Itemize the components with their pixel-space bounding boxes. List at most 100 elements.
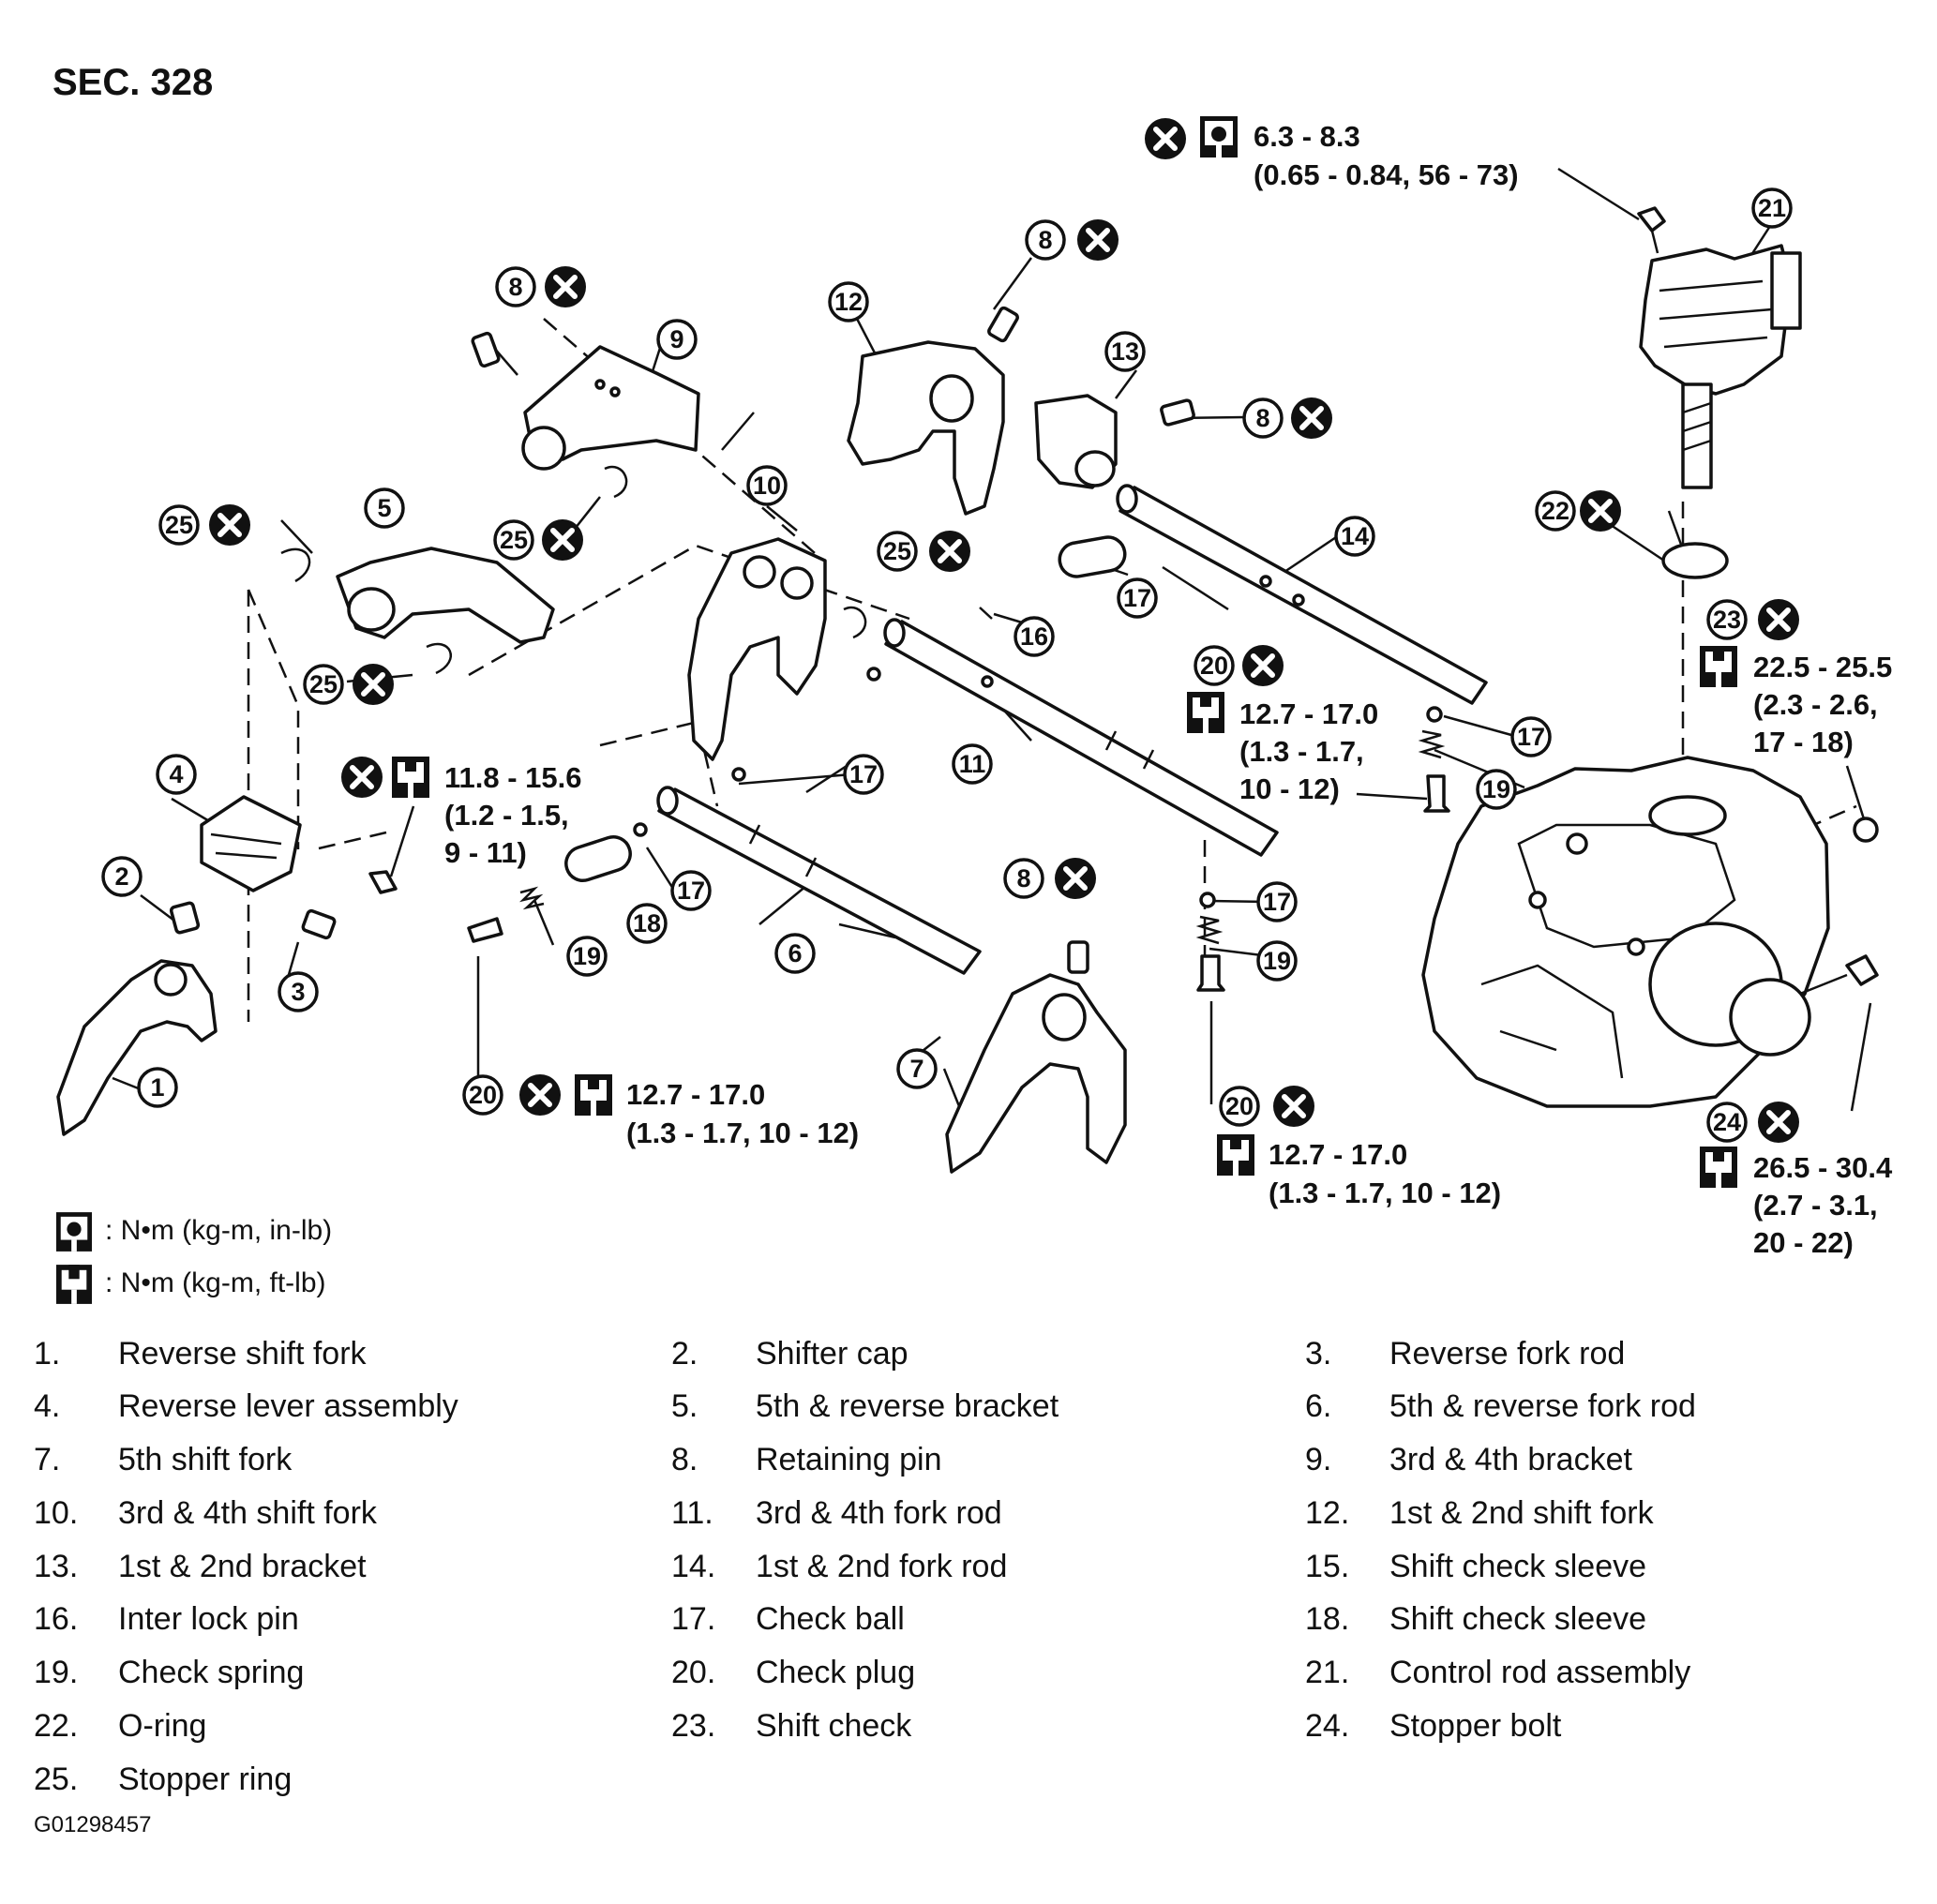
torque-wrench-inlb-icon xyxy=(56,1212,92,1252)
svg-text:23: 23 xyxy=(1713,606,1741,634)
svg-text:19: 19 xyxy=(1263,947,1291,975)
callout-22: 22 xyxy=(1535,490,1576,532)
callout-17a: 17 xyxy=(1117,577,1158,619)
bracket-9 xyxy=(521,345,700,471)
svg-text:11: 11 xyxy=(959,750,986,778)
callout-24: 24 xyxy=(1706,1102,1748,1143)
svg-text:14: 14 xyxy=(1341,522,1369,550)
svg-text:9 - 11): 9 - 11) xyxy=(444,836,527,869)
callout-13: 13 xyxy=(1104,331,1146,372)
callout-8a: 8 xyxy=(495,266,536,307)
callout-3: 3 xyxy=(278,971,319,1012)
svg-text:(1.3 - 1.7,: (1.3 - 1.7, xyxy=(1239,735,1364,768)
callout-11: 11 xyxy=(952,743,993,785)
svg-text:6: 6 xyxy=(788,939,802,967)
callout-17e: 17 xyxy=(1256,881,1298,922)
svg-text:8: 8 xyxy=(1255,404,1269,432)
callout-1: 1 xyxy=(137,1067,178,1108)
callout-19a: 19 xyxy=(566,936,608,977)
callout-19c: 19 xyxy=(1256,940,1298,982)
shift-fork-12 xyxy=(847,340,1005,516)
svg-text:(2.7 - 3.1,: (2.7 - 3.1, xyxy=(1753,1189,1878,1222)
svg-text:12.7 - 17.0: 12.7 - 17.0 xyxy=(1269,1138,1407,1171)
svg-text:17: 17 xyxy=(1263,888,1291,916)
figure-id: G01298457 xyxy=(34,1812,152,1837)
svg-text:25: 25 xyxy=(883,537,911,565)
callout-10: 10 xyxy=(746,465,788,506)
callout-20b: 20 xyxy=(462,1074,503,1116)
svg-text:12.7 - 17.0: 12.7 - 17.0 xyxy=(1239,697,1378,730)
svg-text:21: 21 xyxy=(1758,194,1786,222)
callout-17b: 17 xyxy=(843,754,884,795)
torque-21-detail: (0.65 - 0.84, 56 - 73) xyxy=(1254,158,1519,191)
svg-text:19: 19 xyxy=(573,942,601,970)
small-parts xyxy=(169,306,1450,992)
svg-text:25: 25 xyxy=(165,511,193,539)
shift-fork-10 xyxy=(687,537,827,761)
svg-text:20 - 22): 20 - 22) xyxy=(1753,1226,1854,1259)
control-rod-assembly xyxy=(1639,244,1802,489)
callout-16: 16 xyxy=(1014,616,1055,657)
svg-text:3: 3 xyxy=(291,978,305,1006)
callout-14: 14 xyxy=(1334,516,1375,557)
svg-text:(1.3 - 1.7, 10 - 12): (1.3 - 1.7, 10 - 12) xyxy=(1269,1177,1501,1209)
callout-6: 6 xyxy=(774,933,816,974)
callout-8c: 8 xyxy=(1242,397,1284,439)
svg-text:20: 20 xyxy=(469,1081,497,1109)
callout-19b: 19 xyxy=(1476,769,1517,810)
svg-text:2: 2 xyxy=(114,862,128,891)
callout-17d: 17 xyxy=(1510,716,1552,757)
torque-spec-20a: 12.7 - 17.0 (1.3 - 1.7, 10 - 12) xyxy=(1187,692,1378,805)
svg-text:7: 7 xyxy=(909,1055,923,1083)
units-legend-ftlb: : N•m (kg-m, ft-lb) xyxy=(56,1265,326,1304)
svg-text:25: 25 xyxy=(309,670,338,698)
callout-5: 5 xyxy=(364,487,405,529)
torque-spec-24: 26.5 - 30.4 (2.7 - 3.1, 20 - 22) xyxy=(1700,1147,1893,1259)
bracket-5 xyxy=(336,547,555,644)
svg-text:9: 9 xyxy=(669,325,683,353)
callout-23: 23 xyxy=(1706,599,1748,640)
svg-text:8: 8 xyxy=(1038,226,1052,254)
callout-25c: 25 xyxy=(877,531,918,572)
torque-spec-20c: 12.7 - 17.0 (1.3 - 1.7, 10 - 12) xyxy=(1217,1134,1501,1209)
fork-rod-6 xyxy=(656,786,982,975)
torque-spec-20b: 12.7 - 17.0 (1.3 - 1.7, 10 - 12) xyxy=(575,1074,859,1149)
callout-8d: 8 xyxy=(1003,858,1044,899)
callout-25b: 25 xyxy=(493,519,534,561)
callout-20c: 20 xyxy=(1219,1086,1260,1127)
shift-fork-1 xyxy=(56,959,218,1136)
fork-rod-14 xyxy=(1116,484,1488,705)
svg-text:25: 25 xyxy=(500,526,528,554)
torque-wrench-ftlb-icon xyxy=(56,1265,92,1304)
svg-text:17: 17 xyxy=(1517,723,1545,751)
fork-rod-11 xyxy=(883,618,1279,857)
svg-text:(1.3 - 1.7, 10 - 12): (1.3 - 1.7, 10 - 12) xyxy=(626,1117,859,1149)
svg-text:11.8 - 15.6: 11.8 - 15.6 xyxy=(444,761,582,794)
svg-text:12.7 - 17.0: 12.7 - 17.0 xyxy=(626,1078,765,1111)
svg-text:24: 24 xyxy=(1713,1108,1741,1136)
section-title: SEC. 328 xyxy=(53,62,214,103)
callout-25d: 25 xyxy=(303,664,344,705)
callout-8b: 8 xyxy=(1025,219,1066,261)
bracket-13 xyxy=(1034,394,1118,489)
callout-12: 12 xyxy=(828,281,869,322)
svg-text:10 - 12): 10 - 12) xyxy=(1239,772,1340,805)
callout-25a: 25 xyxy=(158,504,200,546)
torque-spec-21: 6.3 - 8.3 (0.65 - 0.84, 56 - 73) xyxy=(1145,116,1519,191)
torque-spec-4: 11.8 - 15.6 (1.2 - 1.5, 9 - 11) xyxy=(341,757,582,869)
callout-2: 2 xyxy=(101,856,143,897)
svg-text:17: 17 xyxy=(849,760,878,788)
callout-17c: 17 xyxy=(670,870,712,911)
bolt-21 xyxy=(1637,206,1666,254)
sleeve-17-left xyxy=(1058,535,1127,578)
shift-check-23 xyxy=(1853,817,1879,843)
svg-text:17 - 18): 17 - 18) xyxy=(1753,726,1854,758)
svg-text:22.5 - 25.5: 22.5 - 25.5 xyxy=(1753,651,1892,683)
svg-text:17: 17 xyxy=(677,877,705,905)
callout-9: 9 xyxy=(656,319,698,360)
svg-text:17: 17 xyxy=(1123,584,1151,612)
svg-text:22: 22 xyxy=(1541,497,1569,525)
svg-text:26.5 - 30.4: 26.5 - 30.4 xyxy=(1753,1151,1893,1184)
svg-text:18: 18 xyxy=(633,909,661,937)
